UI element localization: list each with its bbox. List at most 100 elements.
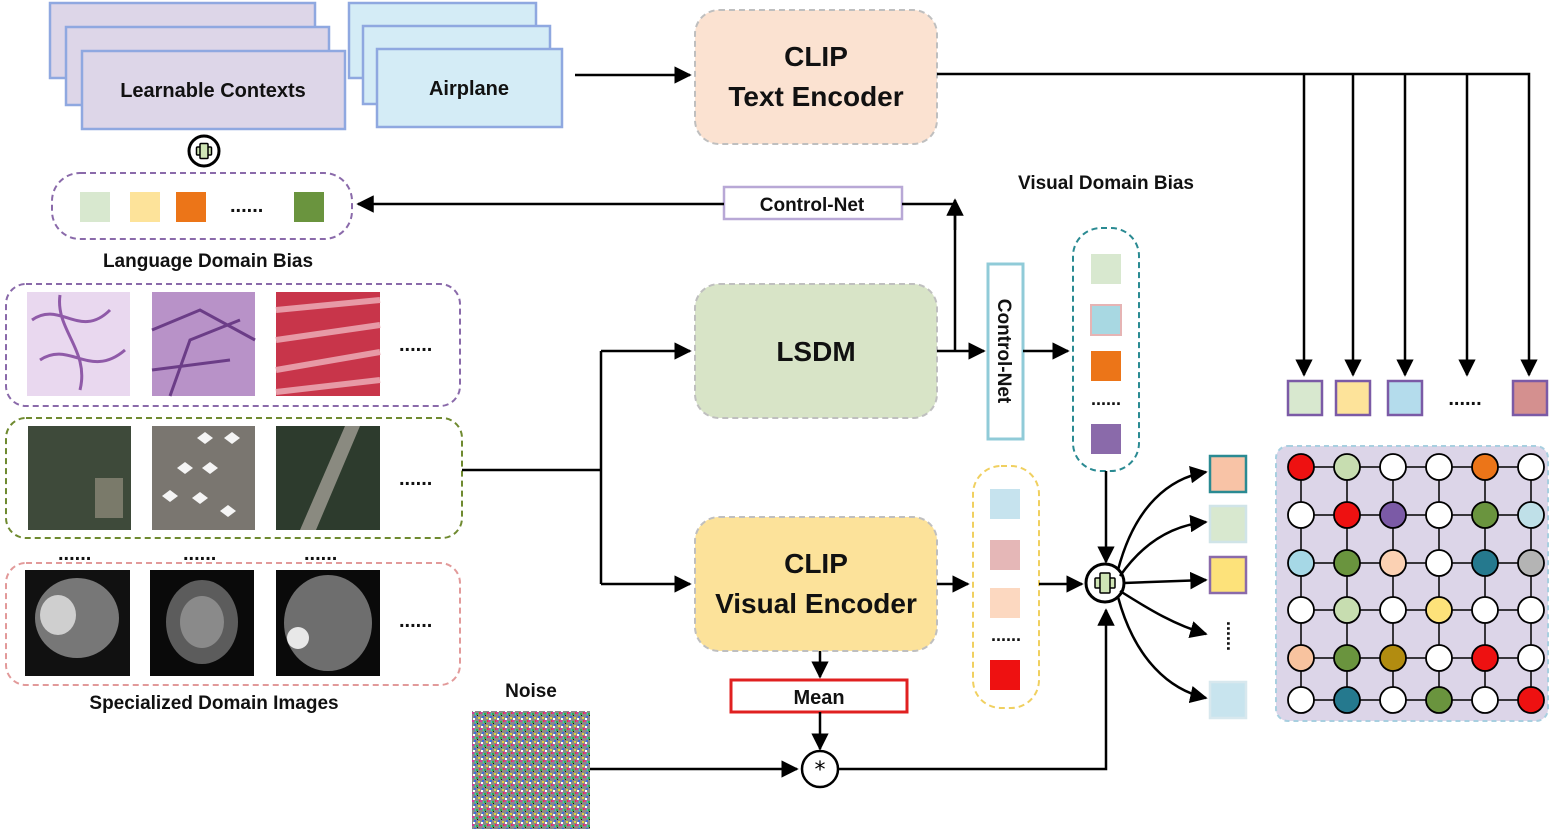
- fusion-fanout-arrows: [1116, 465, 1208, 704]
- graph-node: [1333, 549, 1361, 577]
- language-domain-bias-label: Language Domain Bias: [103, 251, 313, 272]
- visual-bias-square: [1091, 351, 1121, 381]
- clip-visual-square: [990, 588, 1020, 618]
- graph-node: [1517, 501, 1545, 529]
- clip-text-title: CLIP: [784, 41, 848, 72]
- graph-node: [1425, 686, 1453, 714]
- control-net-horizontal: Control-Net: [722, 185, 904, 221]
- visual-domain-bias-label: Visual Domain Bias: [1018, 173, 1194, 194]
- graph-node: [1517, 686, 1545, 714]
- graph-node: [1287, 644, 1315, 672]
- language-bias-square: [294, 192, 324, 222]
- fused-feature-squares: [1208, 454, 1248, 720]
- graph-node: [1471, 644, 1499, 672]
- airplane-class-stack: Airplane: [347, 1, 564, 129]
- lsdm-block: LSDM: [694, 283, 938, 419]
- graph-node: [1517, 644, 1545, 672]
- clip-visual-features-column: ......: [972, 465, 1040, 709]
- graph-node: [1287, 453, 1315, 481]
- graph-node: [1517, 549, 1545, 577]
- graph-node: [1425, 549, 1453, 577]
- clip-visual-title: CLIP: [784, 548, 848, 579]
- clip-visual-square: [990, 489, 1020, 519]
- noise-image: [472, 711, 590, 829]
- clip-visual-squares: [990, 489, 1020, 690]
- language-bias-ellipsis: ......: [230, 195, 263, 217]
- histology-images-panel: ......: [5, 283, 461, 407]
- clip-visual-square: [990, 660, 1020, 690]
- arrow-multiply-to-fusion: [838, 608, 1115, 771]
- visual-bias-square: [1090, 304, 1122, 336]
- row-ellipsis-3: ......: [304, 543, 337, 565]
- clip-visual-encoder: CLIP Visual Encoder: [694, 516, 938, 652]
- specialized-domain-images-label: Specialized Domain Images: [89, 693, 338, 714]
- text-feature-square: [1334, 379, 1372, 417]
- learnable-contexts-stack: Learnable Contexts: [48, 1, 347, 131]
- fused-square: [1208, 555, 1248, 595]
- graph-node: [1333, 644, 1361, 672]
- graph-node: [1379, 501, 1407, 529]
- visual-bias-ellipsis: ......: [1091, 389, 1121, 409]
- visual-bias-square: [1091, 424, 1121, 454]
- arrow-text-to-features: [937, 72, 1538, 377]
- aerial-images-panel: ......: [5, 417, 463, 539]
- language-domain-bias: ...... Language Domain Bias: [51, 172, 353, 272]
- visual-bias-squares: [1090, 254, 1122, 454]
- graph-node: [1379, 596, 1407, 624]
- graph-node: [1425, 596, 1453, 624]
- mean-label: Mean: [793, 687, 844, 709]
- fused-square: [1208, 680, 1248, 720]
- control-net-vertical-label: Control-Net: [993, 299, 1014, 404]
- graph-node: [1379, 644, 1407, 672]
- clip-visual-subtitle: Visual Encoder: [715, 588, 917, 619]
- graph-node: [1425, 644, 1453, 672]
- control-net-horizontal-label: Control-Net: [760, 195, 865, 216]
- graph-node: [1471, 596, 1499, 624]
- language-bias-square: [80, 192, 110, 222]
- graph-node: [1333, 596, 1361, 624]
- control-net-vertical: Control-Net: [986, 262, 1025, 441]
- graph-node: [1471, 549, 1499, 577]
- visual-bias-square: [1091, 254, 1121, 284]
- histology-image-1: [27, 292, 130, 396]
- graph-node: [1379, 549, 1407, 577]
- graph-grid-nodes: [1287, 453, 1545, 714]
- graph-node: [1287, 549, 1315, 577]
- text-feature-square: [1386, 379, 1424, 417]
- visual-feature-ellipsis: ......: [991, 625, 1021, 645]
- clip-visual-square: [990, 540, 1020, 570]
- airplane-label: Airplane: [429, 78, 509, 100]
- svg-text:*: *: [815, 758, 826, 783]
- histology-image-2: [152, 292, 255, 396]
- graph-node: [1333, 686, 1361, 714]
- text-feature-ellipsis: ......: [1448, 388, 1481, 410]
- graph-grid-panel: [1275, 445, 1549, 722]
- text-feature-squares: [1286, 379, 1549, 417]
- visual-domain-bias-column: ......: [1072, 227, 1140, 472]
- row-ellipsis-1: ......: [58, 543, 91, 565]
- aerial-ellipsis: ......: [399, 468, 432, 490]
- graph-node: [1287, 686, 1315, 714]
- graph-node: [1379, 686, 1407, 714]
- graph-node: [1517, 596, 1545, 624]
- graph-node: [1471, 686, 1499, 714]
- graph-node: [1517, 453, 1545, 481]
- convolution-operator-icon: *: [800, 749, 840, 789]
- mri-images-panel: ......: [5, 562, 461, 686]
- row-ellipsis-2: ......: [183, 543, 216, 565]
- graph-node: [1379, 453, 1407, 481]
- language-bias-square: [176, 192, 206, 222]
- graph-node: [1287, 596, 1315, 624]
- text-feature-square: [1511, 379, 1549, 417]
- plus-fusion-icon: [187, 134, 221, 168]
- language-bias-squares: [80, 192, 324, 222]
- clip-text-subtitle: Text Encoder: [728, 81, 903, 112]
- graph-node: [1471, 453, 1499, 481]
- lsdm-label: LSDM: [776, 336, 855, 367]
- mean-box: Mean: [729, 678, 909, 714]
- graph-node: [1425, 501, 1453, 529]
- fused-ellipsis: ......: [1223, 621, 1243, 651]
- graph-node: [1333, 453, 1361, 481]
- histology-ellipsis: ......: [399, 334, 432, 356]
